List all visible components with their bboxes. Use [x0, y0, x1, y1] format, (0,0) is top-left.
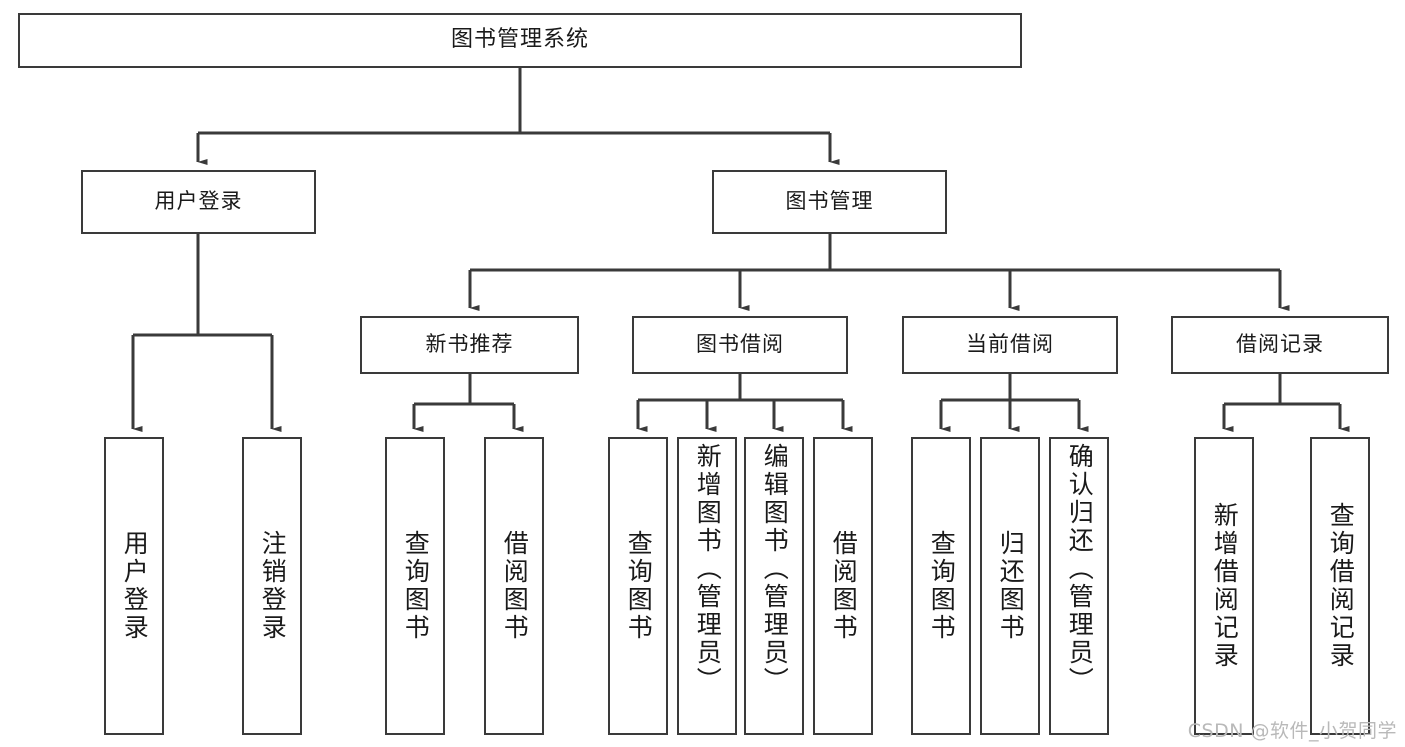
node-label: 归还图书 — [996, 530, 1026, 642]
node-label: 新增图书（管理员） — [693, 443, 723, 695]
node-borrow-record[interactable]: 借阅记录 — [1171, 316, 1389, 374]
node-current-borrow[interactable]: 当前借阅 — [902, 316, 1118, 374]
leaf-current-confirm-return-admin[interactable]: 确认归还（管理员） — [1049, 437, 1109, 735]
node-label: 新增借阅记录 — [1210, 502, 1240, 670]
node-label: 查询图书 — [624, 530, 654, 642]
leaf-record-query-record[interactable]: 查询借阅记录 — [1310, 437, 1370, 735]
node-label: 图书借阅 — [696, 332, 784, 357]
node-book-management[interactable]: 图书管理 — [712, 170, 947, 234]
csdn-watermark: CSDN @软件_小贺同学 — [1187, 720, 1397, 742]
leaf-current-query-book[interactable]: 查询图书 — [911, 437, 971, 735]
leaf-borrow-borrow-book[interactable]: 借阅图书 — [813, 437, 873, 735]
leaf-borrow-add-book-admin[interactable]: 新增图书（管理员） — [677, 437, 737, 735]
node-label: 借阅图书 — [500, 530, 530, 642]
node-label: 借阅记录 — [1236, 332, 1324, 357]
leaf-recommend-borrow-book[interactable]: 借阅图书 — [484, 437, 544, 735]
node-user-login[interactable]: 用户登录 — [81, 170, 316, 234]
node-book-borrow[interactable]: 图书借阅 — [632, 316, 848, 374]
node-label: 确认归还（管理员） — [1065, 443, 1095, 695]
node-label: 查询图书 — [927, 530, 957, 642]
leaf-user-login-logout[interactable]: 注销登录 — [242, 437, 302, 735]
node-label: 用户登录 — [154, 189, 243, 214]
leaf-borrow-edit-book-admin[interactable]: 编辑图书（管理员） — [744, 437, 804, 735]
node-label: 编辑图书（管理员） — [760, 443, 790, 695]
node-label: 借阅图书 — [829, 530, 859, 642]
node-label: 新书推荐 — [425, 332, 514, 357]
node-label: 当前借阅 — [966, 332, 1054, 357]
node-root-system[interactable]: 图书管理系统 — [18, 13, 1022, 68]
leaf-recommend-query-book[interactable]: 查询图书 — [385, 437, 445, 735]
node-new-book-recommend[interactable]: 新书推荐 — [360, 316, 579, 374]
node-label: 用户登录 — [120, 530, 150, 642]
node-label: 图书管理 — [785, 189, 874, 214]
node-label: 查询图书 — [401, 530, 431, 642]
leaf-borrow-query-book[interactable]: 查询图书 — [608, 437, 668, 735]
leaf-record-add-record[interactable]: 新增借阅记录 — [1194, 437, 1254, 735]
leaf-user-login-login[interactable]: 用户登录 — [104, 437, 164, 735]
node-label: 图书管理系统 — [450, 27, 589, 53]
node-label: 查询借阅记录 — [1326, 502, 1356, 670]
node-label: 注销登录 — [258, 530, 288, 642]
leaf-current-return-book[interactable]: 归还图书 — [980, 437, 1040, 735]
